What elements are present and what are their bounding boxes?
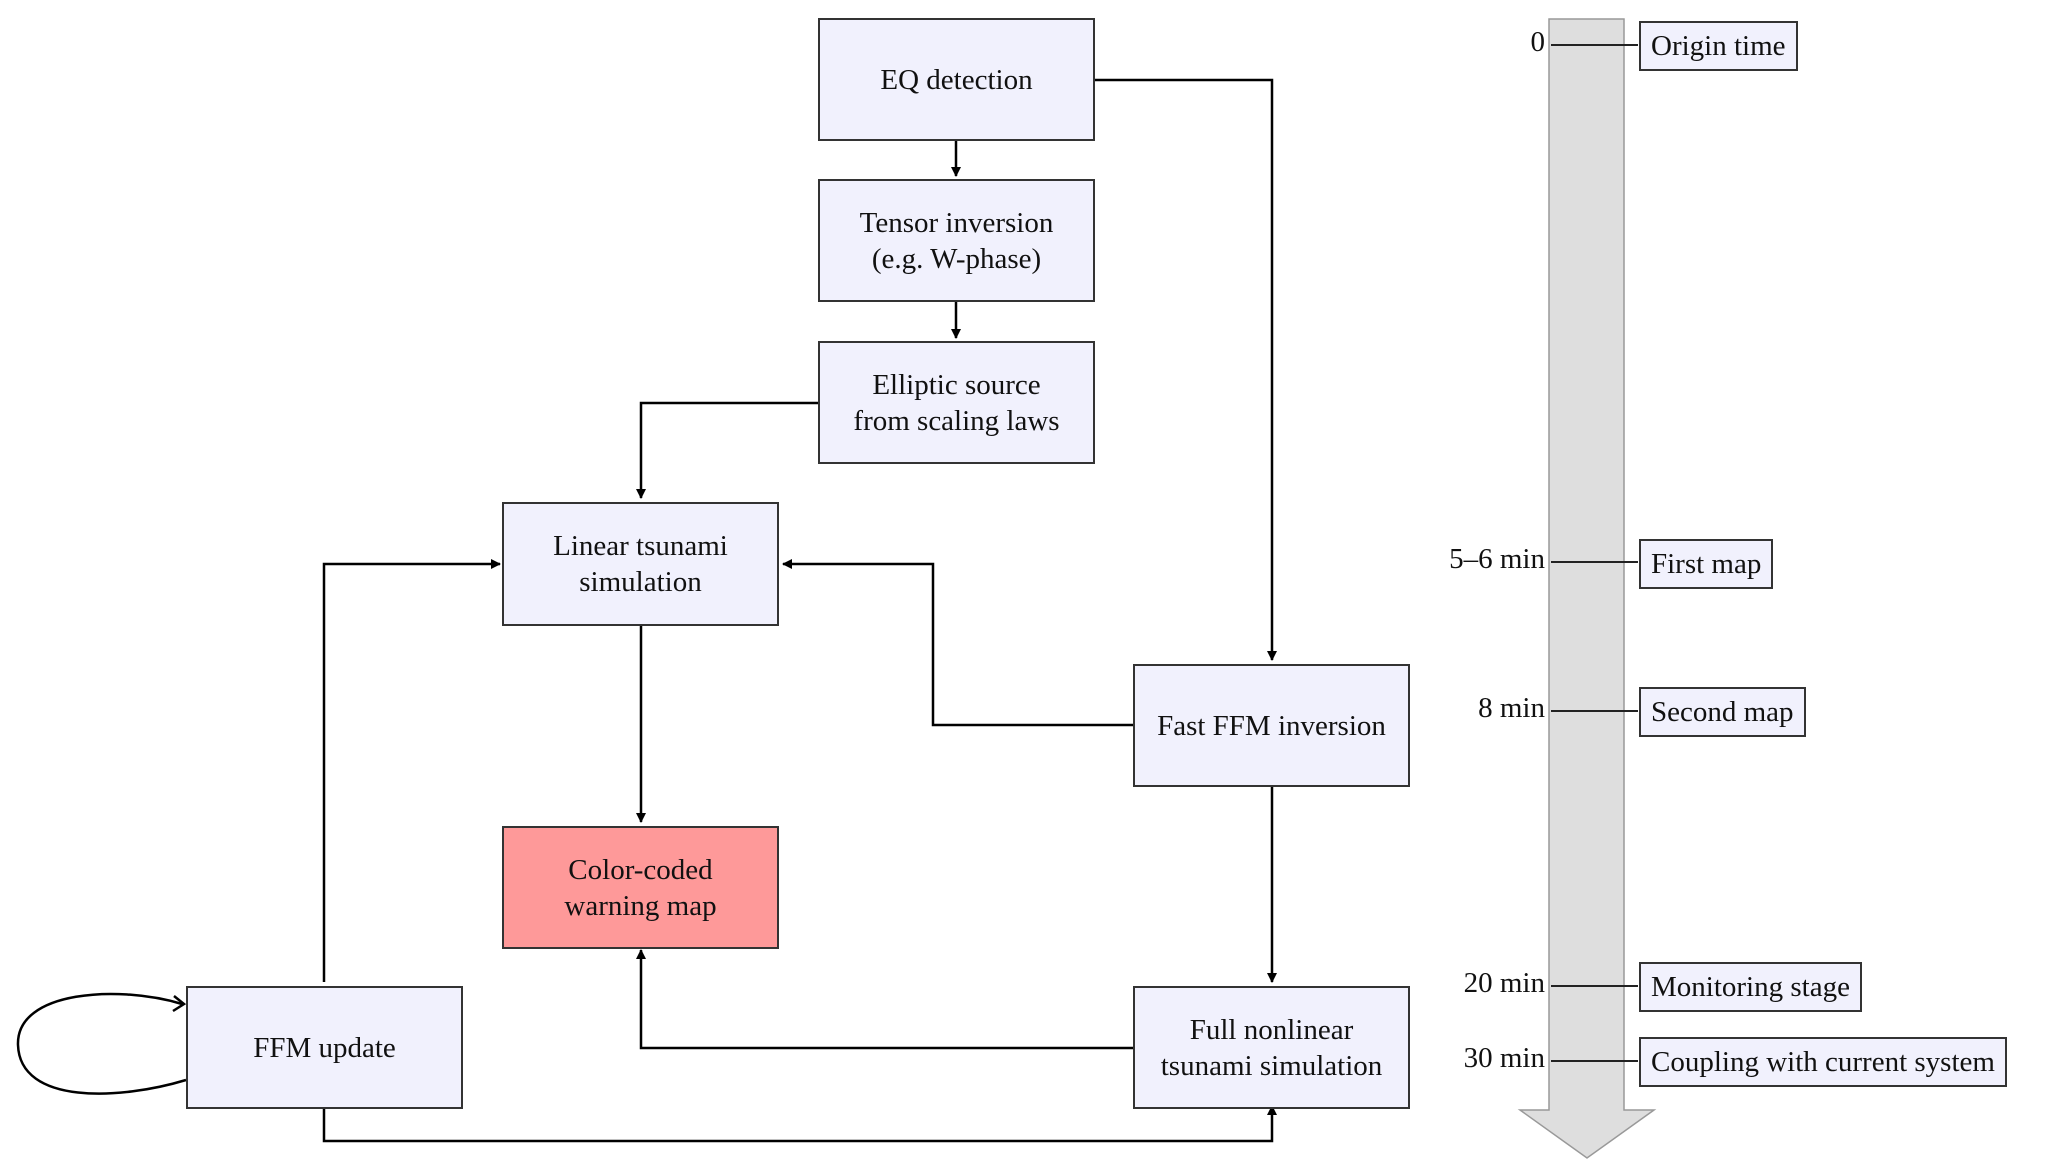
timeline-label: Second map <box>1639 687 1806 737</box>
arrow-eq-to-fastffm <box>1095 78 1277 661</box>
timeline-time: 0 <box>1530 26 1546 58</box>
timeline-time: 8 min <box>1478 692 1545 724</box>
timeline-label: Coupling with current system <box>1639 1037 2007 1087</box>
arrow-fastffm-to-linear <box>782 559 1133 727</box>
timeline-time: 5–6 min <box>1449 543 1545 575</box>
node-fast-ffm: Fast FFM inversion <box>1133 664 1410 787</box>
arrow-ffmupdate-to-linear <box>322 559 501 982</box>
timeline-time: 30 min <box>1463 1042 1545 1074</box>
arrow-ffmupdate-to-nonlinear <box>322 1104 1277 1143</box>
timeline-arrow <box>1517 18 1657 1159</box>
node-ffm-update: FFM update <box>186 986 463 1109</box>
node-nonlinear-sim: Full nonlinear tsunami simulation <box>1133 986 1410 1109</box>
node-tensor-inversion: Tensor inversion (e.g. W-phase) <box>818 179 1095 302</box>
node-elliptic-source: Elliptic source from scaling laws <box>818 341 1095 464</box>
arrow-ffmupdate-self-loop <box>16 992 187 1095</box>
timeline-label: Origin time <box>1639 21 1798 71</box>
arrow-elliptic-to-linear <box>636 401 818 499</box>
self-loop-arrowhead-icon <box>172 995 187 1013</box>
node-warning-map: Color-coded warning map <box>502 826 779 949</box>
arrow-nonlinear-to-warning <box>636 949 1133 1050</box>
timeline-label: Monitoring stage <box>1639 962 1862 1012</box>
node-linear-sim: Linear tsunami simulation <box>502 502 779 626</box>
timeline-time: 20 min <box>1463 967 1545 999</box>
node-eq-detection: EQ detection <box>818 18 1095 141</box>
timeline-label: First map <box>1639 539 1774 589</box>
